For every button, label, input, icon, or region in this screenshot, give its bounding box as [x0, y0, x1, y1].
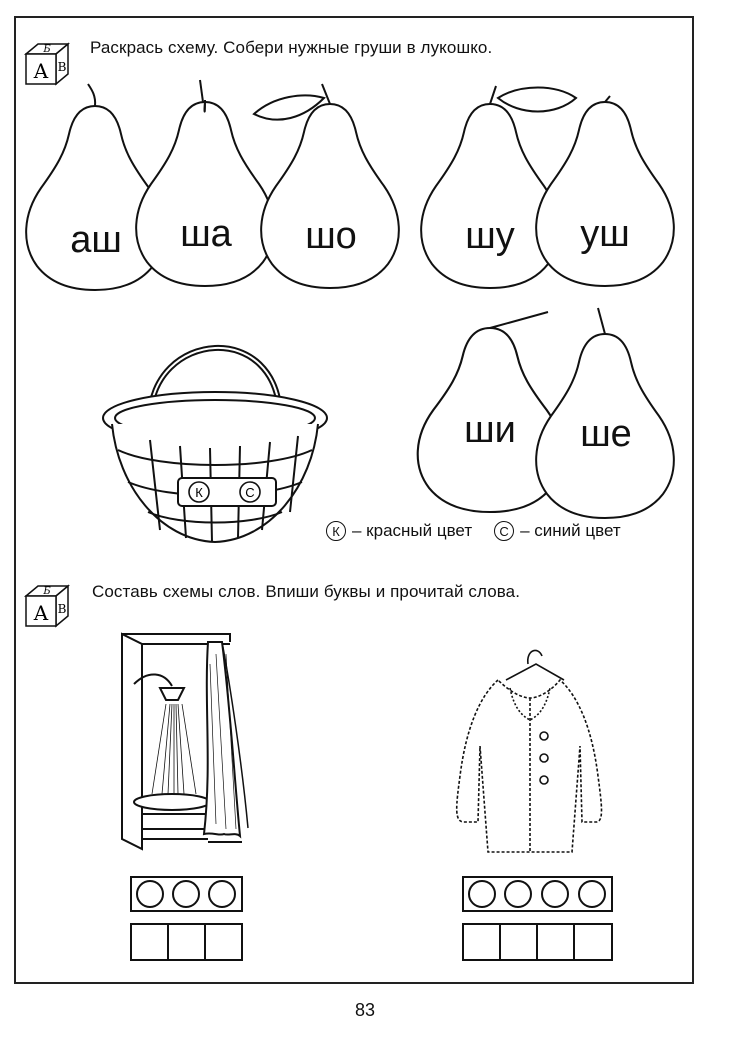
pear-label-3: шо — [305, 215, 357, 257]
sound-circle[interactable] — [136, 880, 164, 908]
basket-label-k: К — [188, 481, 210, 503]
word-scheme-fur-coat — [462, 876, 613, 961]
legend-blue-text: – синий цвет — [520, 521, 621, 540]
cube-letter-top: Б — [42, 44, 51, 55]
pear-label-5: уш — [580, 213, 630, 255]
sound-circle[interactable] — [208, 880, 236, 908]
abc-cube-icon-2: Б А В — [23, 584, 70, 628]
pear-label-1: аш — [70, 219, 122, 261]
color-legend: К – красный цвет С – синий цвет — [326, 521, 621, 541]
letter-box[interactable] — [499, 923, 538, 961]
letter-box[interactable] — [167, 923, 206, 961]
sound-circle[interactable] — [468, 880, 496, 908]
pear-5 — [535, 95, 675, 287]
legend-blue-circle: С — [494, 521, 515, 541]
pear-4 — [420, 85, 578, 289]
cube2-letter-side: В — [58, 602, 67, 616]
cube2-letter-front: А — [33, 601, 48, 625]
pear-6 — [416, 311, 564, 514]
pear-1 — [25, 83, 165, 291]
sound-circle[interactable] — [541, 880, 569, 908]
abc-cube-icon: Б А В — [23, 42, 70, 86]
pear-7 — [535, 307, 675, 519]
sound-circle[interactable] — [172, 880, 200, 908]
fur-coat-illustration — [455, 649, 603, 853]
pears-illustration: аш ша шо шу уш ши ше К С — [25, 79, 675, 544]
letter-box[interactable] — [462, 923, 501, 961]
shower-illustration — [121, 632, 249, 851]
cube-letter-front: А — [33, 59, 48, 83]
pear-label-6: ши — [464, 409, 516, 451]
task2-instruction: Составь схемы слов. Впиши буквы и прочит… — [92, 582, 521, 601]
basket-label-s: С — [239, 481, 261, 503]
sound-circle[interactable] — [504, 880, 532, 908]
basket-label-s-text: С — [245, 485, 254, 500]
word-scheme-shower — [130, 876, 243, 961]
page-number: 83 — [354, 1000, 376, 1020]
sound-circle[interactable] — [578, 880, 606, 908]
pear-label-4: шу — [465, 215, 515, 257]
pear-2 — [135, 79, 275, 287]
pear-label-2: ша — [180, 213, 232, 255]
letter-box[interactable] — [204, 923, 243, 961]
basket-label-k-text: К — [195, 485, 203, 500]
pear-3 — [252, 83, 400, 289]
letter-box[interactable] — [573, 923, 613, 961]
legend-red-circle: К — [326, 521, 346, 541]
letter-box[interactable] — [130, 923, 169, 961]
basket-illustration — [102, 345, 328, 544]
task1-instruction: Раскрась схему. Собери нужные груши в лу… — [90, 38, 493, 57]
cube-letter-side: В — [58, 60, 67, 74]
letter-box[interactable] — [536, 923, 575, 961]
legend-red-text: – красный цвет — [352, 521, 473, 540]
cube2-letter-top: Б — [42, 586, 51, 597]
pear-label-7: ше — [580, 413, 632, 455]
page-frame — [14, 16, 694, 984]
